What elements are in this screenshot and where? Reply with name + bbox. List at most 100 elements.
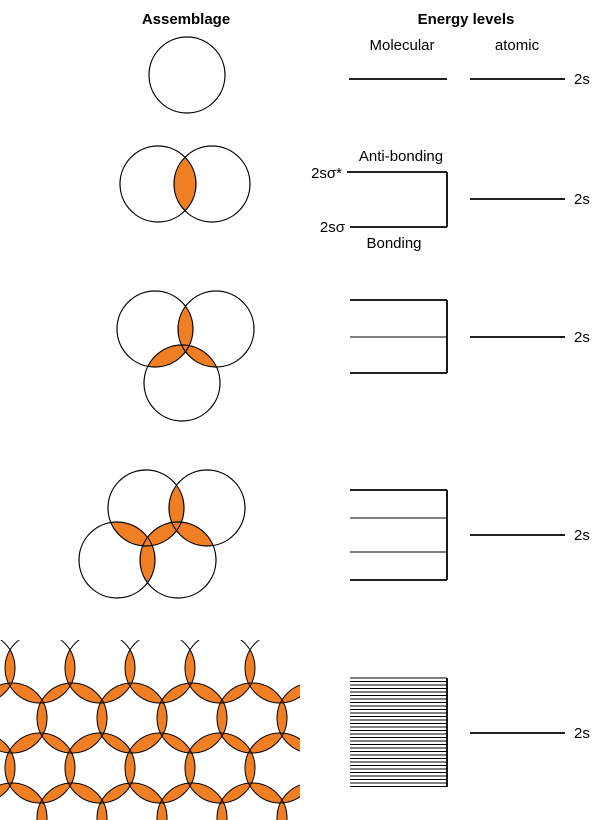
row3-assemblage [116,290,255,422]
overlap-lens [96,799,108,820]
atom-circle [156,782,228,820]
atom-circle [276,684,300,752]
overlap-lens [40,733,72,753]
overlap-lens [220,783,252,803]
overlap-lens [216,799,228,820]
overlap-lens [100,733,132,753]
overlap-lens [0,739,12,753]
overlap-lens [8,733,44,754]
overlap-lens [68,782,104,803]
overlap-lens [4,649,16,687]
overlap-lens [100,783,132,803]
overlap-lens [168,485,184,531]
overlap-lens [96,699,108,737]
atom-circle [119,145,197,223]
atom-circle [96,782,168,820]
overlap-lens [171,521,214,547]
atom-circle [36,782,108,820]
overlap-lens [128,733,164,754]
overlap-lens [124,749,136,787]
atom-circle [116,290,194,368]
overlap-lens [184,649,196,687]
row3-2s-label: 2s [574,329,590,346]
row2-energy: Anti-bonding 2sσ* 2sσ Bonding 2s [311,148,590,252]
antibonding-label: Anti-bonding [359,148,443,165]
overlap-lens [220,733,252,753]
overlap-lens [177,306,193,352]
overlap-lens [248,732,284,753]
row2-assemblage [119,145,251,223]
overlap-lens [4,749,16,787]
overlap-lens [36,699,48,737]
overlap-lens [244,649,256,687]
row2-2s-label: 2s [574,191,590,208]
overlap-lens [248,783,284,803]
overlap-lens [248,683,284,703]
overlap-lens [280,685,300,703]
overlap-lens [100,683,132,703]
atom-circle [216,782,288,820]
overlap-lens [142,522,182,546]
molecular-header: Molecular [369,37,434,54]
overlap-lens [64,749,76,787]
overlap-lens [188,683,224,703]
row4-2s-label: 2s [574,527,590,544]
overlap-lens [147,345,190,367]
row5-2s-label: 2s [574,725,590,742]
overlap-lens [0,683,12,697]
atom-circle [107,469,185,547]
overlap-lens [64,649,76,687]
overlap-lens [181,345,217,367]
bonding-label: Bonding [366,235,421,252]
overlap-lens [216,699,228,737]
overlap-lens [40,783,72,803]
overlap-lens [139,537,155,583]
overlap-lens [128,782,164,803]
overlap-lens [36,799,48,820]
row4-assemblage [78,469,246,599]
atomic-header: atomic [495,37,540,54]
overlap-lens [68,733,104,753]
sigma-star-label: 2sσ* [311,165,342,182]
row5-assemblage [0,640,300,820]
overlap-lens [244,749,256,787]
atom-circle [0,782,48,820]
overlap-lens [188,733,224,754]
row3-energy: 2s [350,299,590,374]
overlap-lens [280,785,300,803]
overlap-lens [156,799,168,820]
energy-band [350,677,447,787]
overlap-lens [156,699,168,737]
overlap-lens [160,683,192,703]
overlap-lens [188,783,224,803]
row1-assemblage [148,36,226,114]
row5-energy: 2s [350,677,590,787]
atom-circle [276,784,300,820]
energy-levels-header: Energy levels [418,11,515,28]
sigma-label: 2sσ [320,219,346,236]
overlap-lens [128,683,164,703]
overlap-lens [160,783,192,803]
atom-circle [173,145,251,223]
overlap-lens [276,699,287,737]
overlap-lens [276,799,288,820]
atom-circle [168,469,246,547]
overlap-lens [124,649,136,687]
atom-circle [148,36,226,114]
overlap-lens [110,521,153,546]
atom-circle [0,738,16,798]
row4-energy: 2s [350,489,590,581]
overlap-lens [173,157,197,211]
overlap-lens [0,783,12,797]
overlap-lens [220,683,252,703]
atom-circle [139,521,217,599]
overlap-lens [8,683,44,703]
overlap-lens [68,683,104,703]
atom-circle [143,344,221,422]
row1-energy: 2s [349,71,590,88]
overlap-lens [184,749,196,787]
atom-circle [78,521,156,599]
overlap-lens [40,683,72,703]
atom-circle [0,640,16,698]
